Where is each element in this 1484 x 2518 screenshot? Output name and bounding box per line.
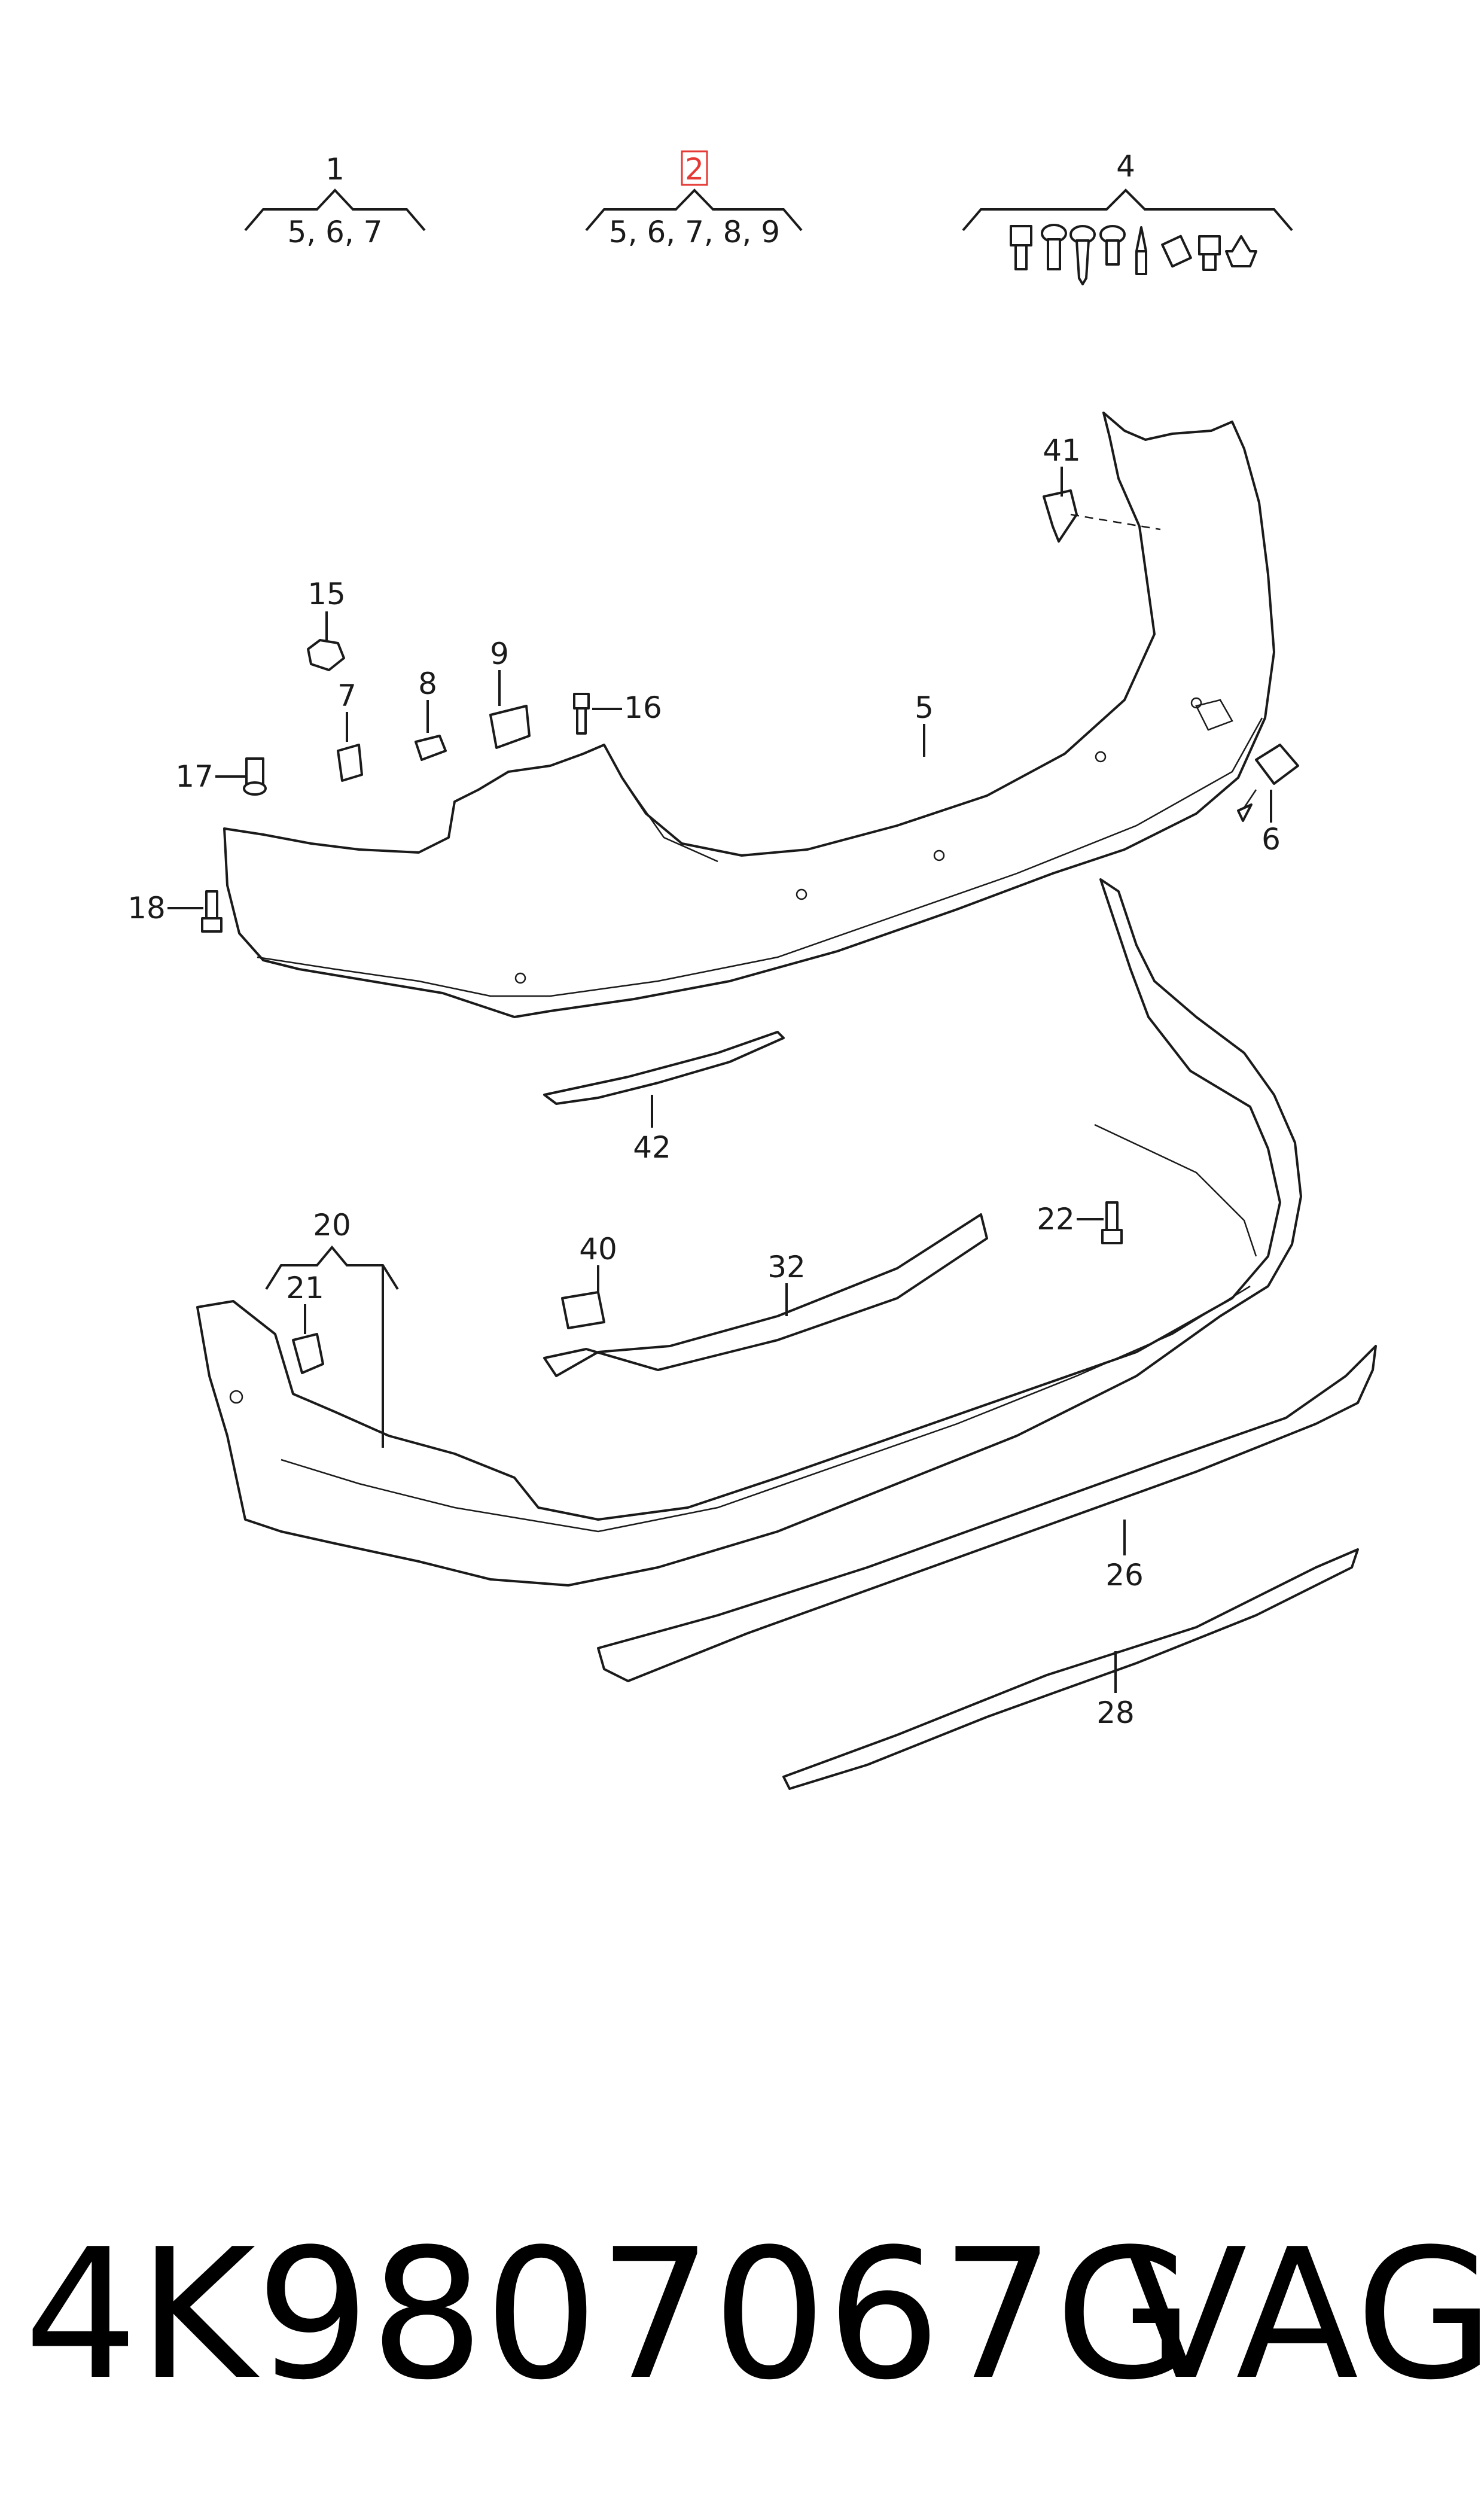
group-4-label: 4	[1116, 149, 1135, 184]
callout-21: 21	[286, 1271, 324, 1305]
part-number: 4K9807067G	[24, 2211, 1194, 2419]
part-8-clip	[415, 735, 447, 761]
bumper-cover-outline	[223, 412, 1275, 1018]
part-7-cover	[337, 744, 363, 782]
parking-sensor-hole	[1190, 697, 1202, 709]
tow-eye-opening	[1195, 699, 1233, 731]
callout-16: 16	[624, 690, 662, 725]
callouts: 5 6 7 8 9 15 16 17 18 20 21 22 26 28 32 …	[127, 433, 1281, 1730]
bumper-cover	[223, 412, 1275, 1018]
group-2-sub: 5, 6, 7, 8, 9	[609, 215, 780, 249]
screw-icon	[1041, 224, 1067, 270]
part-17-pin	[243, 757, 267, 796]
diffuser-outline	[196, 878, 1302, 1587]
bracket-strip-28	[782, 1548, 1359, 1790]
bolt-icon	[1099, 225, 1126, 266]
fastener-icons	[1010, 224, 1257, 285]
part-9-bracket	[489, 705, 531, 749]
bumper-cover-lower-edge	[257, 717, 1263, 997]
part-18-bolt	[201, 890, 223, 933]
part-15-nut	[307, 639, 345, 671]
parking-sensor-hole	[933, 850, 945, 861]
part-22-bolt	[1101, 1201, 1123, 1244]
callout-40: 40	[579, 1232, 617, 1266]
trim-26	[597, 1345, 1377, 1682]
callout-42: 42	[633, 1130, 671, 1165]
callout-7: 7	[337, 678, 356, 713]
rivet-icon	[1135, 226, 1147, 275]
group-2-bracket	[585, 188, 803, 232]
callout-8: 8	[418, 666, 437, 701]
callout-9: 9	[490, 637, 509, 671]
group-4-bracket	[962, 188, 1293, 232]
clip-icon	[1198, 235, 1221, 271]
callout-15: 15	[307, 577, 346, 611]
callout-41: 41	[1043, 433, 1081, 468]
bracket-41	[1043, 489, 1161, 543]
group-2-label: 2	[685, 152, 704, 187]
group-1-sub: 5, 6, 7	[287, 215, 382, 249]
callout-6: 6	[1261, 822, 1281, 857]
callout-18: 18	[127, 891, 166, 925]
group-4: 4	[962, 149, 1293, 285]
diffuser-20	[196, 878, 1302, 1587]
callout-20: 20	[313, 1208, 351, 1243]
callout-5: 5	[915, 690, 934, 725]
part-40-sensor	[561, 1291, 605, 1329]
callout-17: 17	[175, 759, 214, 794]
brand-label: VAG	[1125, 2211, 1484, 2419]
callout-26: 26	[1105, 1558, 1144, 1593]
trim-strip-42	[543, 1031, 785, 1105]
callout-28: 28	[1096, 1695, 1135, 1730]
parking-sensor-hole	[796, 888, 807, 900]
group-2-highlight	[681, 150, 708, 186]
group-1-bracket	[244, 188, 426, 232]
fixing-hole	[229, 1390, 243, 1404]
clip-icon	[1161, 235, 1192, 268]
group-2: 2 5, 6, 7, 8, 9	[585, 150, 803, 249]
tow-cap-6	[1237, 744, 1299, 822]
group-1: 1 5, 6, 7	[244, 152, 426, 249]
expanding-nut-icon	[1225, 235, 1257, 267]
screw-icon	[1069, 225, 1096, 285]
part-21-clip	[292, 1333, 324, 1374]
callout-32: 32	[767, 1250, 806, 1284]
strip-32	[543, 1213, 988, 1377]
parking-sensor-hole	[514, 972, 526, 984]
parking-sensor-hole	[1095, 751, 1107, 763]
group-1-label: 1	[325, 152, 345, 187]
bolt-icon	[1010, 225, 1032, 270]
callout-22: 22	[1037, 1202, 1075, 1237]
part-16-bolt	[573, 693, 590, 735]
